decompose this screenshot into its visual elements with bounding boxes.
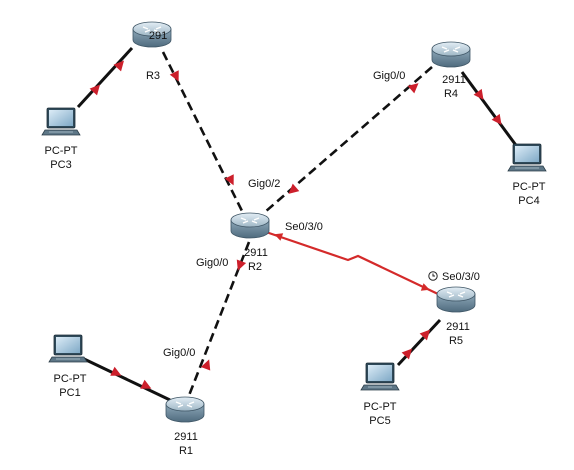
port-down-marker <box>200 359 211 371</box>
router-r2-name: R2 <box>248 261 262 273</box>
pc-icon <box>507 143 547 172</box>
router-r1[interactable]: 2911 R1 <box>165 396 205 457</box>
port-label-r2-se030: Se0/3/0 <box>285 221 323 233</box>
router-icon <box>230 212 270 239</box>
link-r4-pc4[interactable] <box>460 71 520 149</box>
router-icon <box>436 286 476 313</box>
port-down-marker <box>407 83 419 94</box>
pc-pc3-model: PC-PT <box>45 145 78 157</box>
pc-pc5-model: PC-PT <box>364 401 397 413</box>
port-down-marker <box>491 113 502 125</box>
router-r3-name: R3 <box>146 70 160 82</box>
pc-icon <box>41 107 81 136</box>
port-down-marker <box>288 183 300 194</box>
link-pc1-r1[interactable] <box>81 356 171 402</box>
router-r1-model: 2911 <box>174 431 198 443</box>
port-label-r2-gig00: Gig0/0 <box>196 257 228 269</box>
pc-pc1-name: PC1 <box>59 387 80 399</box>
pc-pc5[interactable]: PC-PT PC5 <box>360 362 400 427</box>
port-down-marker <box>419 329 431 341</box>
router-r3-model: 291 <box>149 30 167 42</box>
pc-pc4-name: PC4 <box>518 195 539 207</box>
router-icon <box>165 396 205 423</box>
link-pc3-r3[interactable] <box>76 46 134 109</box>
router-r3[interactable]: 291 R3 <box>132 21 172 82</box>
port-down-marker <box>274 233 284 241</box>
pc-pc1-model: PC-PT <box>54 373 87 385</box>
router-r4-model: 2911 <box>442 74 466 86</box>
port-down-marker <box>401 348 413 360</box>
pc-icon <box>360 362 400 391</box>
router-icon <box>431 41 471 68</box>
link-pc5-r5[interactable] <box>396 318 442 367</box>
port-down-marker <box>169 70 179 82</box>
router-r1-name: R1 <box>179 445 193 457</box>
router-r4-name: R4 <box>444 88 458 100</box>
port-down-marker <box>224 174 234 186</box>
port-down-marker <box>473 88 484 100</box>
router-r5[interactable]: 2911 R5 <box>436 286 476 347</box>
port-down-marker <box>236 259 247 271</box>
port-down-marker <box>110 366 122 376</box>
port-label-r2-gig02: Gig0/2 <box>248 178 280 190</box>
pc-pc4-model: PC-PT <box>513 181 546 193</box>
pc-pc4[interactable]: PC-PT PC4 <box>507 143 547 207</box>
router-r2-model: 2911 <box>244 247 268 259</box>
router-r2[interactable]: 2911 R2 <box>230 212 270 273</box>
router-r5-model: 2911 <box>446 321 470 333</box>
pc-pc5-name: PC5 <box>369 415 390 427</box>
pc-pc3[interactable]: PC-PT PC3 <box>41 107 81 171</box>
pc-icon <box>48 334 88 363</box>
port-down-marker <box>420 283 430 291</box>
port-label-r1-gig00: Gig0/0 <box>163 347 195 359</box>
clock-icon <box>428 271 438 281</box>
pc-pc1[interactable]: PC-PT PC1 <box>48 334 88 399</box>
port-markers-layer <box>89 60 502 389</box>
pc-pc3-name: PC3 <box>50 159 71 171</box>
port-down-marker <box>113 60 125 72</box>
port-label-r5-se030: Se0/3/0 <box>442 271 480 283</box>
port-down-marker <box>140 379 152 389</box>
link-r2-r5-serial[interactable] <box>265 230 439 295</box>
router-r4[interactable]: 2911 R4 <box>431 41 471 100</box>
port-label-r4-gig00: Gig0/0 <box>373 70 405 82</box>
router-r5-name: R5 <box>449 335 463 347</box>
port-down-marker <box>89 84 101 96</box>
